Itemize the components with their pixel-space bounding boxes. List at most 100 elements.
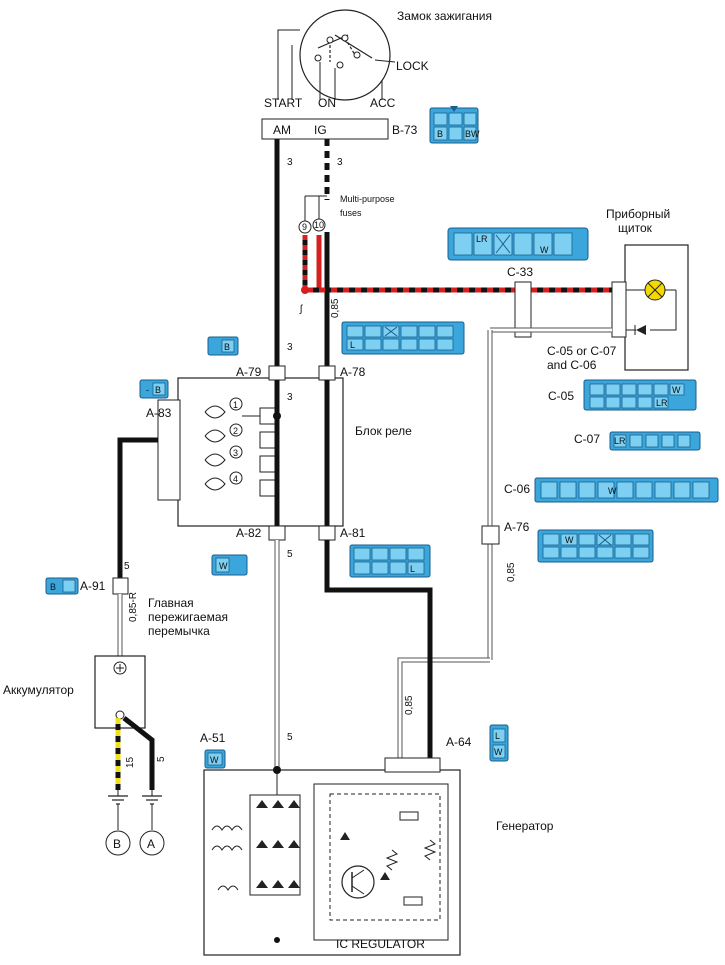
wire-size-5c: 5 bbox=[156, 756, 167, 762]
svg-text:B: B bbox=[224, 342, 230, 352]
dashboard-title-line2: щиток bbox=[618, 221, 653, 235]
ignition-title: Замок зажигания bbox=[397, 9, 492, 23]
a81-label: A-81 bbox=[340, 526, 366, 540]
a83-label: A-83 bbox=[146, 406, 172, 420]
wire-size-5d: 5 bbox=[287, 732, 293, 743]
on-label: ON bbox=[318, 96, 336, 110]
a79-connector-icon: B bbox=[207, 336, 239, 356]
fuse-9-icon bbox=[298, 220, 312, 234]
fuse-link-line3: перемычка bbox=[148, 624, 210, 638]
svg-text:B: B bbox=[155, 385, 161, 395]
wire-size-085c: 0,85 bbox=[404, 695, 415, 715]
relay-block-title: Блок реле bbox=[355, 424, 412, 438]
wire-size-3a: 3 bbox=[287, 157, 293, 168]
c05-alt-line1: C-05 or C-07 bbox=[547, 344, 617, 358]
c07-connector: C-07 LR bbox=[574, 431, 701, 451]
ignition-switch-body bbox=[299, 9, 391, 101]
a83-connector-icon: - B bbox=[139, 379, 169, 399]
fuse-link-line1: Главная bbox=[148, 596, 194, 610]
svg-text:W: W bbox=[608, 486, 617, 496]
generator-title: Генератор bbox=[496, 819, 554, 833]
c05-alt-line2: and C-06 bbox=[547, 358, 597, 372]
wire-size-085b: 0,85 bbox=[506, 562, 517, 582]
a64-connector-icon: L W bbox=[489, 724, 509, 762]
dashboard-title-line1: Приборный bbox=[606, 207, 670, 221]
diode-icon bbox=[636, 325, 646, 335]
b73-connector: B BW bbox=[429, 106, 480, 144]
multi-purpose-fuses: 9 10 Multi-purpose fuses bbox=[298, 194, 395, 234]
fuse-10-number: 10 bbox=[314, 220, 324, 230]
svg-text:1: 1 bbox=[233, 400, 238, 410]
svg-text:W: W bbox=[565, 535, 574, 545]
a91-label: A-91 bbox=[80, 579, 106, 593]
a81-connector-icon: L bbox=[349, 544, 431, 578]
squiggle: ʃ bbox=[299, 304, 303, 315]
a64-label: A-64 bbox=[446, 735, 472, 749]
svg-text:L: L bbox=[350, 340, 355, 350]
wire-size-3c: 3 bbox=[287, 342, 293, 353]
a76-terminal bbox=[481, 525, 500, 545]
ground-icon: B bbox=[105, 790, 131, 856]
a78-label: A-78 bbox=[340, 365, 366, 379]
ignition-switch: Замок зажигания LOCK START ON ACC AM IG … bbox=[261, 9, 492, 140]
svg-text:C-07: C-07 bbox=[574, 432, 600, 446]
svg-text:W: W bbox=[672, 385, 681, 395]
a82-connector-icon: W bbox=[211, 554, 248, 576]
dashboard-panel: Приборный щиток C-05 or C-07 and C-06 bbox=[547, 207, 689, 372]
c33-pin-w: W bbox=[540, 245, 549, 255]
c33-pin-lr: LR bbox=[476, 234, 488, 244]
b73-pin-bw: BW bbox=[465, 129, 480, 139]
c33-label: C-33 bbox=[507, 265, 533, 279]
a79-label: A-79 bbox=[236, 365, 262, 379]
wire-size-085r: 0,85-R bbox=[128, 592, 139, 622]
fuses-label-line1: Multi-purpose bbox=[340, 194, 395, 204]
svg-text:W: W bbox=[494, 747, 503, 757]
svg-text:-: - bbox=[146, 385, 149, 395]
a76-label: A-76 bbox=[504, 520, 530, 534]
start-label: START bbox=[264, 96, 303, 110]
a76-connector-icon: W bbox=[537, 529, 654, 563]
fuse-10-icon bbox=[312, 218, 326, 232]
svg-text:4: 4 bbox=[233, 474, 238, 484]
wire-size-085a: 0,85 bbox=[330, 298, 341, 318]
svg-text:2: 2 bbox=[233, 426, 238, 436]
wire-size-3b: 3 bbox=[337, 157, 343, 168]
svg-text:L: L bbox=[410, 564, 415, 574]
b73-pin-b: B bbox=[437, 129, 443, 139]
b73-label: B-73 bbox=[392, 123, 418, 137]
svg-text:W: W bbox=[219, 561, 228, 571]
ground-b-label: B bbox=[113, 837, 121, 851]
svg-text:LR: LR bbox=[614, 436, 626, 446]
wire-size-3d: 3 bbox=[287, 392, 293, 403]
ground-icon: A bbox=[139, 790, 165, 856]
generator: Генератор IC REGULATOR bbox=[203, 757, 554, 956]
ground-a-label: A bbox=[147, 837, 155, 851]
wire-size-5a: 5 bbox=[124, 561, 130, 572]
wire-size-15: 15 bbox=[125, 756, 136, 768]
a78-connector-icon: L bbox=[341, 321, 465, 355]
a51-label: A-51 bbox=[200, 731, 226, 745]
fuse-link-line2: пережигаемая bbox=[148, 610, 228, 624]
svg-text:L: L bbox=[495, 731, 500, 741]
a91-connector-icon: B bbox=[45, 577, 79, 595]
c06-connector: C-06 W bbox=[504, 477, 719, 503]
c05-connector: C-05 W LR bbox=[548, 379, 697, 411]
svg-text:C-05: C-05 bbox=[548, 389, 574, 403]
svg-text:W: W bbox=[210, 755, 219, 765]
svg-text:3: 3 bbox=[233, 448, 238, 458]
fuse-9-number: 9 bbox=[302, 222, 307, 232]
svg-text:C-06: C-06 bbox=[504, 482, 530, 496]
svg-text:LR: LR bbox=[656, 398, 668, 408]
am-label: AM bbox=[273, 123, 291, 137]
a82-label: A-82 bbox=[236, 526, 262, 540]
ig-label: IG bbox=[314, 123, 327, 137]
c33-connector: LR W C-33 bbox=[447, 227, 589, 279]
a51-connector-icon: W bbox=[204, 749, 226, 769]
relay-block: Блок реле 1 2 3 4 bbox=[157, 377, 412, 527]
wire-size-5b: 5 bbox=[287, 549, 293, 560]
ic-regulator-label: IC REGULATOR bbox=[336, 937, 425, 951]
fuses-label-line2: fuses bbox=[340, 208, 362, 218]
acc-label: ACC bbox=[370, 96, 396, 110]
battery: Аккумулятор bbox=[3, 655, 146, 729]
